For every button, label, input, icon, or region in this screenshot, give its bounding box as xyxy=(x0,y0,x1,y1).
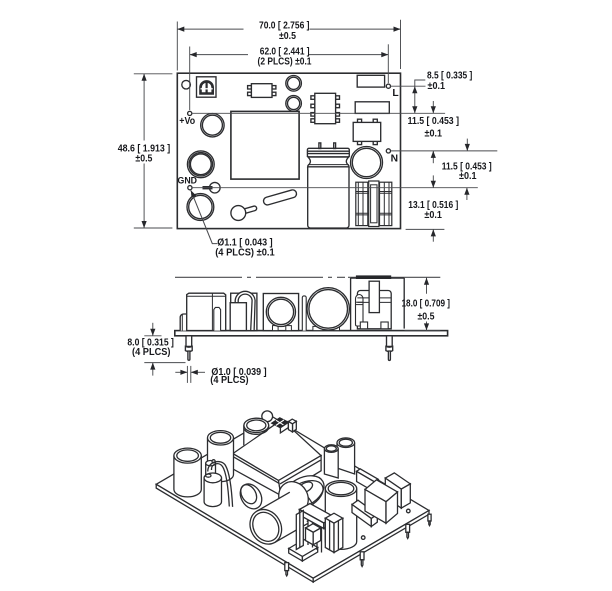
svg-text:62.0 [ 2.441 ]: 62.0 [ 2.441 ] xyxy=(260,47,310,58)
svg-text:L: L xyxy=(392,88,398,99)
svg-text:11.5 [ 0.453 ]: 11.5 [ 0.453 ] xyxy=(408,116,459,127)
svg-text:48.6 [ 1.913 ]: 48.6 [ 1.913 ] xyxy=(118,144,171,155)
svg-text:8.0 [ 0.315 ]: 8.0 [ 0.315 ] xyxy=(127,338,173,349)
svg-text:N: N xyxy=(391,154,398,165)
svg-text:(4 PLCS): (4 PLCS) xyxy=(210,375,248,386)
svg-text:±0.1: ±0.1 xyxy=(428,81,446,92)
svg-text:±0.5: ±0.5 xyxy=(135,153,152,164)
svg-text:18.0 [ 0.709 ]: 18.0 [ 0.709 ] xyxy=(402,299,451,310)
svg-text:±0.1: ±0.1 xyxy=(459,171,477,182)
svg-text:GND: GND xyxy=(178,175,198,186)
svg-text:±0.1: ±0.1 xyxy=(424,210,442,221)
svg-text:8.5 [ 0.335 ]: 8.5 [ 0.335 ] xyxy=(427,70,472,81)
svg-text:(4 PLCS): (4 PLCS) xyxy=(132,347,171,358)
svg-text:(2 PLCS) ±0.1: (2 PLCS) ±0.1 xyxy=(258,56,312,67)
svg-text:(4 PLCS) ±0.1: (4 PLCS) ±0.1 xyxy=(215,247,275,258)
svg-text:Ø1.0 [ 0.039 ]: Ø1.0 [ 0.039 ] xyxy=(211,367,266,378)
svg-text:±0.5: ±0.5 xyxy=(279,31,296,42)
svg-text:±0.5: ±0.5 xyxy=(418,312,435,323)
svg-text:±0.1: ±0.1 xyxy=(425,129,443,140)
svg-text:70.0 [ 2.756 ]: 70.0 [ 2.756 ] xyxy=(259,21,310,32)
svg-text:Ø1.1 [ 0.043 ]: Ø1.1 [ 0.043 ] xyxy=(217,237,272,248)
svg-text:11.5 [ 0.453 ]: 11.5 [ 0.453 ] xyxy=(442,161,492,172)
svg-text:13.1 [ 0.516 ]: 13.1 [ 0.516 ] xyxy=(408,200,458,211)
svg-text:+Vo: +Vo xyxy=(179,116,195,127)
